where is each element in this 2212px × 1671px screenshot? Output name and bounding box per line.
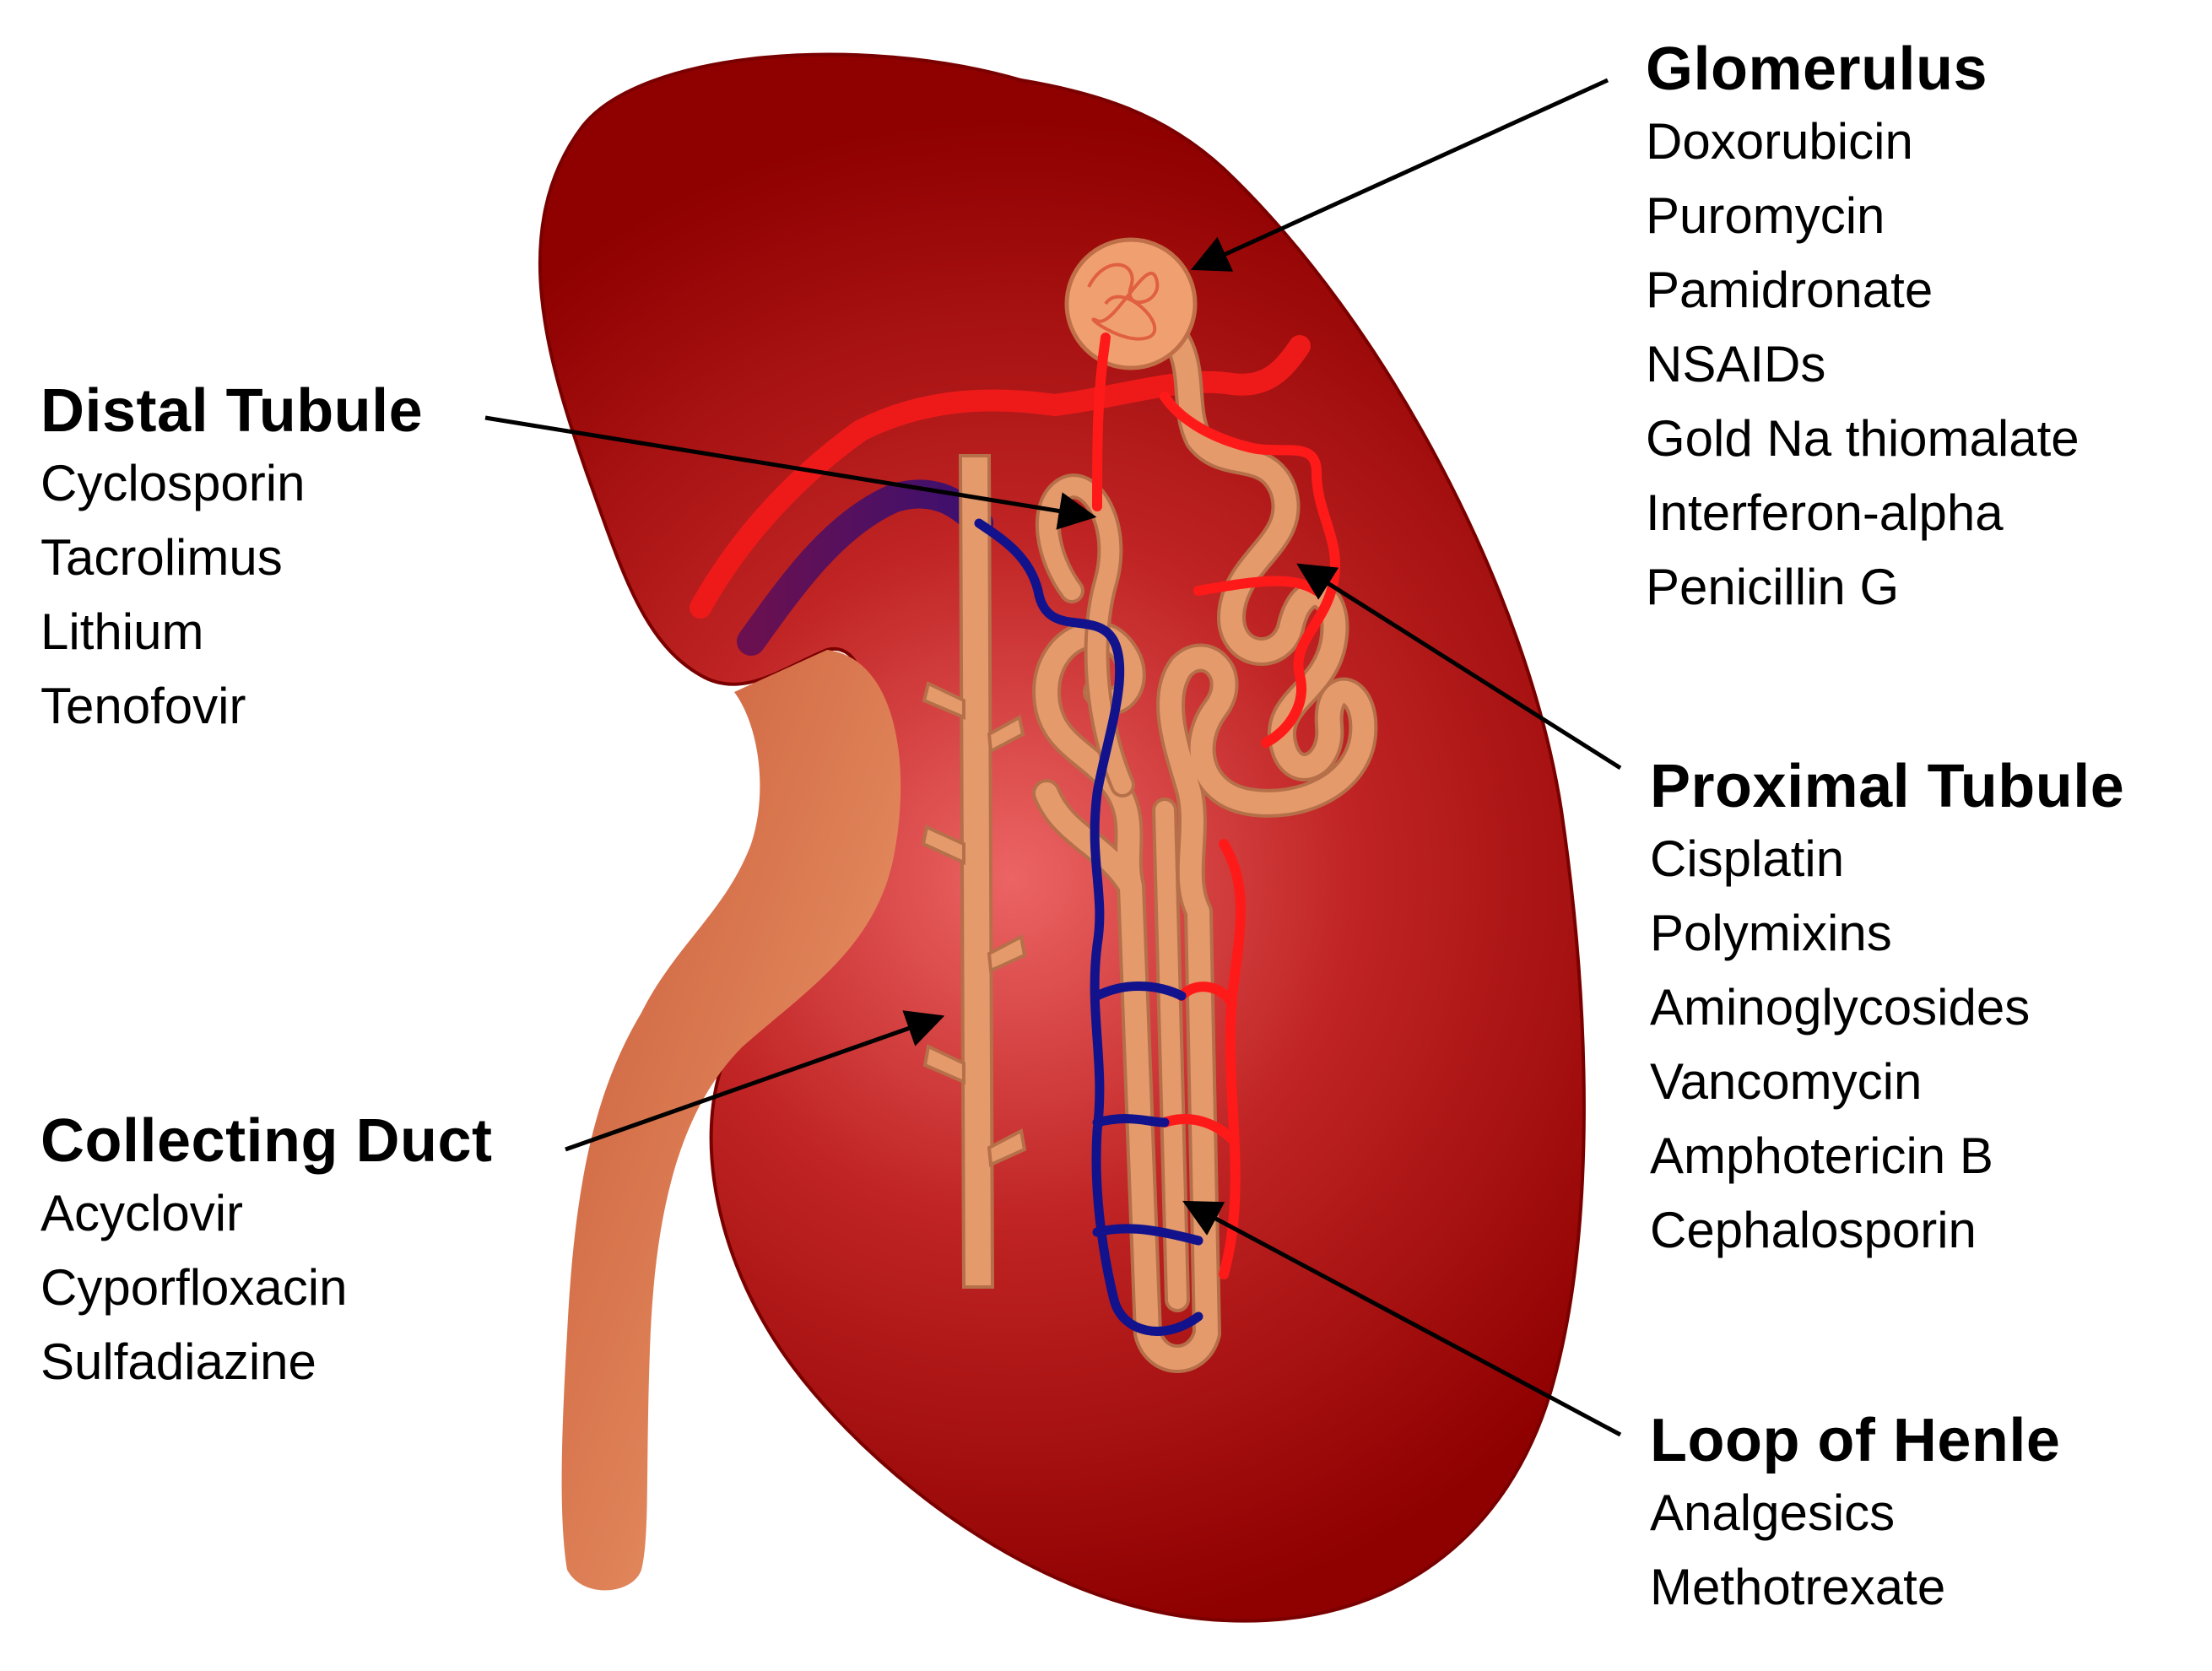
collecting-duct — [921, 454, 1027, 1289]
proximal-tubule-drug-list: Cisplatin Polymixins Aminoglycosides Van… — [1650, 822, 2124, 1268]
drug-item: Tacrolimus — [41, 529, 283, 586]
distal-tubule-drug-list: Cyclosporin Tacrolimus Lithium Tenofovir — [41, 446, 423, 744]
drug-item: Tenofovir — [41, 678, 246, 734]
nephron-tubule — [1032, 315, 1378, 1373]
peritubular-vein — [974, 518, 1203, 1336]
drug-item: Doxorubicin — [1646, 113, 1913, 170]
pointer-glomerulus — [1190, 78, 1609, 272]
collecting-duct-label-group: Collecting Duct Acyclovir Cyporfloxacin … — [41, 1106, 493, 1399]
drug-item: Penicillin G — [1646, 559, 1900, 615]
proximal-tubule-heading: Proximal Tubule — [1650, 753, 2125, 820]
drug-item: Cephalosporin — [1650, 1202, 1977, 1258]
collecting-duct-heading: Collecting Duct — [41, 1107, 493, 1175]
ureter — [561, 650, 901, 1591]
drug-item: Sulfadiazine — [41, 1333, 316, 1390]
glomerulus — [1064, 237, 1198, 370]
drug-item: Cyporfloxacin — [41, 1259, 348, 1316]
pointer-loop-of-henle — [1182, 1200, 1622, 1437]
glomerulus-heading: Glomerulus — [1646, 35, 1988, 103]
drug-item: Polymixins — [1650, 905, 1892, 961]
drug-item: Vancomycin — [1650, 1053, 1923, 1110]
drug-item: Cyclosporin — [41, 455, 306, 511]
drug-item: Interferon-alpha — [1646, 484, 2004, 541]
loop-of-henle-label-group: Loop of Henle Analgesics Methotrexate — [1650, 1405, 2060, 1625]
drug-item: Amphotericin B — [1650, 1128, 1993, 1184]
distal-tubule-label-group: Distal Tubule Cyclosporin Tacrolimus Lit… — [41, 376, 423, 744]
drug-item: Gold Na thiomalate — [1646, 410, 2079, 467]
drug-item: NSAIDs — [1646, 336, 1826, 392]
efferent-arteriole — [1092, 333, 1340, 1279]
drug-item: Analgesics — [1650, 1484, 1896, 1541]
loop-of-henle-heading: Loop of Henle — [1650, 1407, 2061, 1474]
drug-item: Aminoglycosides — [1650, 979, 2031, 1036]
pointer-collecting-duct — [565, 1010, 945, 1152]
renal-artery — [690, 335, 1311, 619]
glomerulus-drug-list: Doxorubicin Puromycin Pamidronate NSAIDs… — [1646, 105, 2079, 625]
drug-item: Methotrexate — [1650, 1559, 1946, 1615]
drug-item: Puromycin — [1646, 187, 1885, 244]
drug-item: Cisplatin — [1650, 830, 1845, 887]
loop-of-henle-drug-list: Analgesics Methotrexate — [1650, 1476, 2060, 1625]
glomerulus-label-group: Glomerulus Doxorubicin Puromycin Pamidro… — [1646, 34, 2079, 625]
pointer-distal-tubule — [484, 415, 1097, 530]
collecting-duct-drug-list: Acyclovir Cyporfloxacin Sulfadiazine — [41, 1176, 493, 1399]
drug-item: Pamidronate — [1646, 262, 1933, 318]
proximal-tubule-label-group: Proximal Tubule Cisplatin Polymixins Ami… — [1650, 751, 2124, 1268]
distal-tubule-heading: Distal Tubule — [41, 377, 424, 445]
drug-item: Acyclovir — [41, 1185, 244, 1241]
drug-item: Lithium — [41, 603, 204, 660]
renal-vein — [737, 479, 993, 656]
pointer-proximal-tubule — [1296, 563, 1622, 771]
